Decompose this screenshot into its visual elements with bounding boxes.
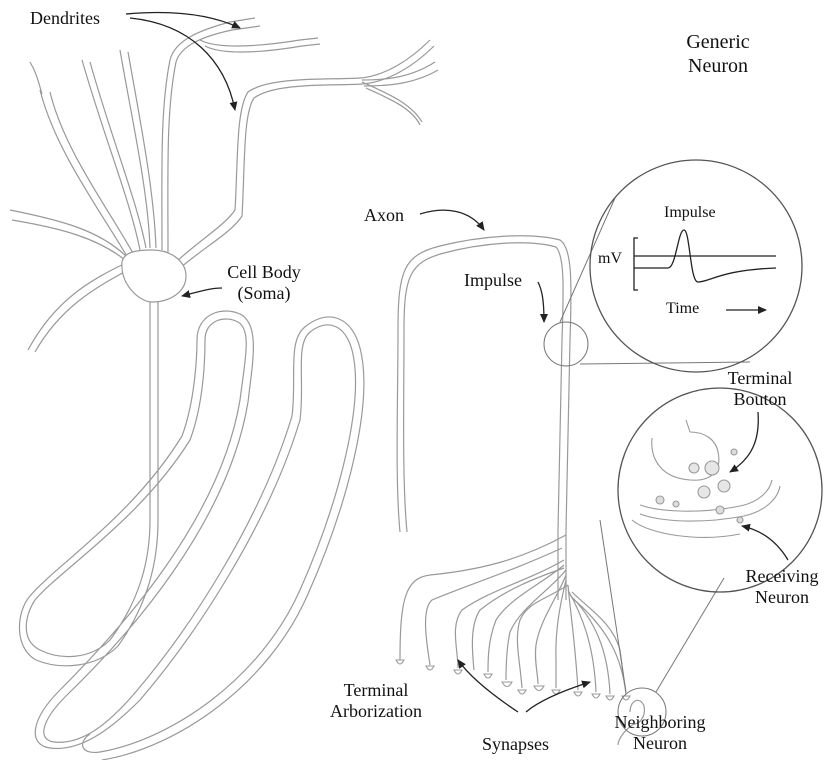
dendrites-arrow-2 — [130, 18, 235, 110]
label-cell-body: Cell Body (Soma) — [214, 262, 314, 304]
neuron-left — [10, 18, 438, 760]
label-dendrites: Dendrites — [30, 8, 100, 29]
label-synapses: Synapses — [482, 734, 549, 755]
label-cell-body-line1: Cell Body — [214, 262, 314, 283]
label-receiving-neuron-line1: Receiving — [732, 566, 832, 587]
label-terminal-arborization-line2: Arborization — [316, 701, 436, 722]
label-neighboring-neuron-line1: Neighboring — [600, 712, 720, 733]
label-axon: Axon — [364, 205, 404, 226]
label-receiving-neuron-line2: Neuron — [732, 587, 832, 608]
terminal-bouton-arrow — [730, 412, 758, 472]
impulse-inset-x-label: Time — [666, 298, 699, 319]
label-terminal-bouton-line2: Bouton — [710, 389, 810, 410]
label-impulse: Impulse — [464, 270, 522, 291]
label-terminal-bouton: Terminal Bouton — [710, 368, 810, 410]
diagram-title: Generic Neuron — [668, 30, 768, 78]
label-neighboring-neuron-line2: Neuron — [600, 733, 720, 754]
label-terminal-arborization-line1: Terminal — [316, 680, 436, 701]
axon-arrow — [420, 210, 484, 230]
label-terminal-bouton-line1: Terminal — [710, 368, 810, 389]
impulse-zoom-guides — [544, 160, 802, 372]
label-neighboring-neuron: Neighboring Neuron — [600, 712, 720, 754]
soma-outline — [122, 250, 186, 302]
synapse-zoom-guides — [600, 388, 822, 736]
impulse-graph — [634, 230, 776, 290]
label-terminal-arborization: Terminal Arborization — [316, 680, 436, 722]
neuron-right-axon — [397, 236, 626, 694]
label-receiving-neuron: Receiving Neuron — [732, 566, 832, 608]
label-cell-body-line2: (Soma) — [214, 283, 314, 304]
synapse-inset-illustration — [632, 420, 780, 537]
title-line-2: Neuron — [668, 54, 768, 78]
title-line-1: Generic — [668, 30, 768, 54]
axon-left — [26, 302, 355, 752]
impulse-arrow — [538, 282, 544, 322]
impulse-inset-title: Impulse — [664, 202, 716, 223]
receiving-neuron-arrow — [742, 526, 788, 560]
impulse-inset-y-label: mV — [598, 248, 622, 269]
